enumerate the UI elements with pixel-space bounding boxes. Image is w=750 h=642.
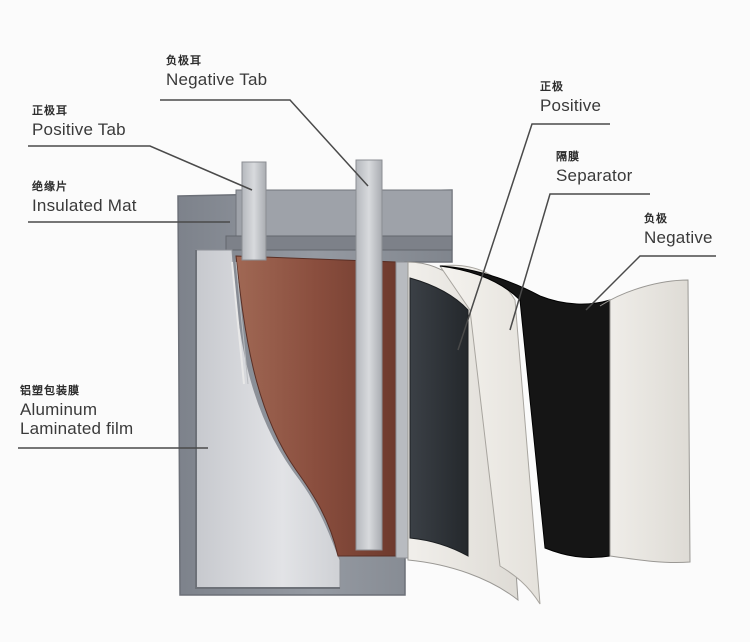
label-positive-tab-cn: 正极耳 [32, 105, 68, 117]
label-aluminum-film: 铝塑包装膜 Aluminum Laminated film [20, 385, 134, 438]
insulated-mat-strip [225, 235, 453, 251]
label-insulated-mat: 绝缘片 Insulated Mat [32, 181, 137, 215]
label-positive-cn: 正极 [540, 81, 564, 93]
leader-lines [18, 99, 716, 449]
wrap-sheet-back [599, 279, 691, 564]
label-aluminum-film-en-1: Aluminum [20, 400, 98, 419]
inner-film-frame [195, 250, 340, 589]
label-separator-cn: 隔膜 [556, 151, 580, 163]
label-insulated-mat-en: Insulated Mat [32, 196, 137, 215]
label-negative: 负极 Negative [644, 213, 713, 247]
label-negative-en: Negative [644, 228, 713, 247]
positive-tab [241, 161, 267, 261]
label-positive-tab: 正极耳 Positive Tab [32, 105, 126, 139]
label-negative-tab-cn: 负极耳 [166, 55, 202, 67]
label-positive-tab-en: Positive Tab [32, 120, 126, 139]
label-aluminum-film-en-2: Laminated film [20, 419, 134, 438]
label-positive: 正极 Positive [540, 81, 602, 115]
label-negative-tab: 负极耳 Negative Tab [166, 55, 268, 89]
top-insulation-block [235, 189, 453, 241]
separator-sheet [439, 264, 541, 605]
negative-tab [355, 159, 383, 551]
positive-sheet [409, 277, 469, 557]
label-positive-en: Positive [540, 96, 602, 115]
label-separator-en: Separator [556, 166, 633, 185]
label-separator: 隔膜 Separator [556, 151, 633, 185]
label-negative-tab-en: Negative Tab [166, 70, 268, 89]
label-aluminum-film-cn: 铝塑包装膜 [20, 385, 80, 397]
label-negative-cn: 负极 [644, 213, 668, 225]
label-insulated-mat-cn: 绝缘片 [32, 181, 68, 193]
